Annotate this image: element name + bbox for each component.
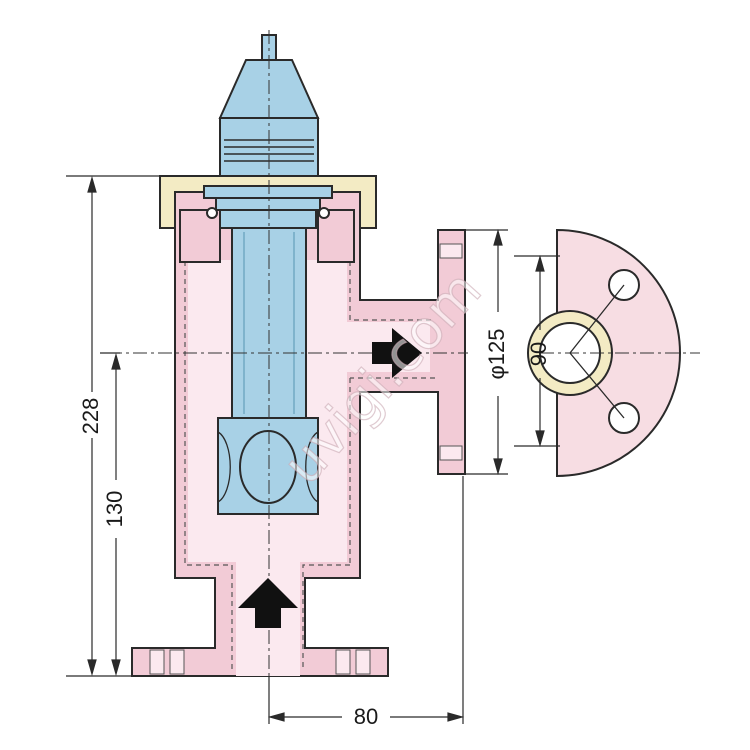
bottom-flange-bolt-right-b xyxy=(355,649,371,675)
dimension-lines xyxy=(66,175,560,724)
flange-bolt-diagonal-1 xyxy=(569,284,625,354)
flow-arrow-up-icon xyxy=(238,578,298,628)
bottom-flange-bolt-right-a xyxy=(335,649,351,675)
dim-label-228: 228 xyxy=(78,398,103,435)
seal-dot-left xyxy=(206,207,218,219)
uv-lamp-assembly xyxy=(203,34,333,515)
sleeve-window-center xyxy=(239,430,297,504)
bottom-flange-bolt-left-a xyxy=(149,649,165,675)
side-flange-bolt-top xyxy=(439,243,463,259)
seal-dot-right xyxy=(318,207,330,219)
flow-arrow-right-icon xyxy=(372,328,422,378)
lamp-seal-ring xyxy=(215,197,321,211)
flange-bolt-diagonal-2 xyxy=(569,352,625,419)
sleeve-window-right xyxy=(305,431,319,503)
side-flange-bolt-bottom xyxy=(439,445,463,461)
lamp-flange-plate xyxy=(203,185,333,199)
dim-label-130: 130 xyxy=(102,491,127,528)
bottom-flange-bolt-left-b xyxy=(169,649,185,675)
dim-label-80: 80 xyxy=(354,704,378,729)
dim-label-phi125: φ125 xyxy=(484,329,509,380)
outlet-flange-end-view xyxy=(527,228,700,478)
sleeve-window-left xyxy=(217,431,231,503)
dim-label-90: 90 xyxy=(526,342,551,366)
body-hidden-lines xyxy=(184,216,435,670)
lamp-holder-block xyxy=(219,209,317,229)
